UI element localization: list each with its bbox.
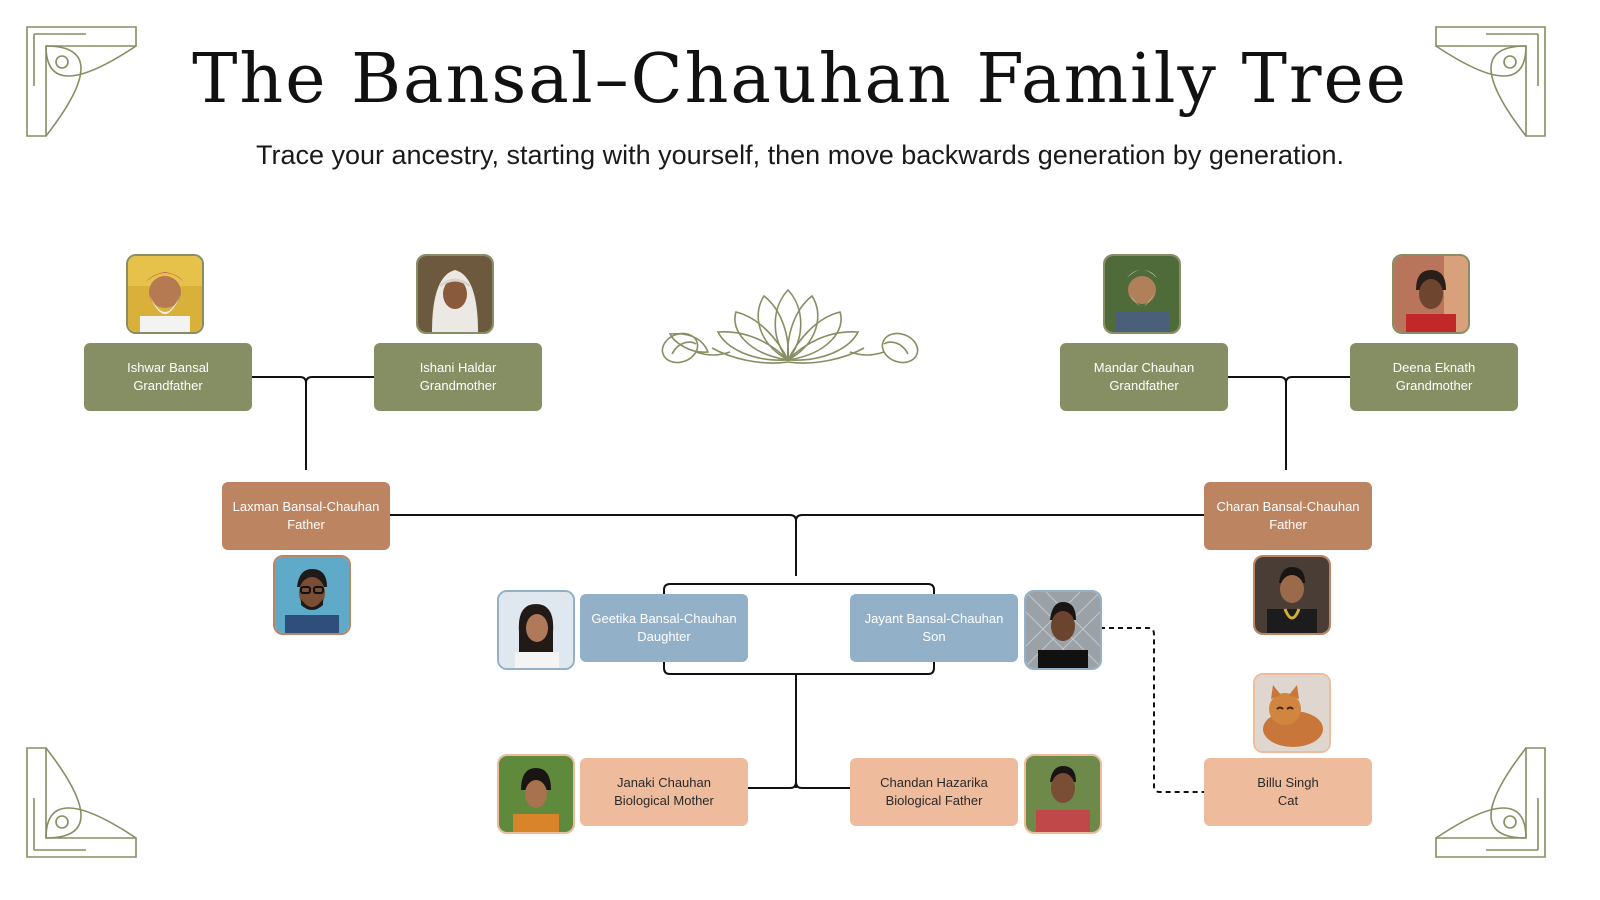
lotus-icon	[661, 288, 919, 364]
person-name: Janaki Chauhan	[617, 775, 711, 790]
portrait-chandan-hazarika	[1024, 754, 1102, 834]
page-title: The Bansal–Chauhan Family Tree	[192, 40, 1408, 119]
person-card-chandan-hazarika[interactable]: Chandan Hazarika Biological Father	[850, 758, 1018, 826]
person-card-deena-eknath[interactable]: Deena Eknath Grandmother	[1350, 343, 1518, 411]
person-role: Father	[287, 517, 325, 532]
person-role: Cat	[1277, 793, 1299, 808]
person-role: Biological Father	[885, 793, 983, 808]
person-role: Grandfather	[133, 378, 203, 393]
person-name: Geetika Bansal-Chauhan	[591, 611, 737, 626]
portrait-jayant-bansal-chauhan	[1024, 590, 1102, 670]
person-card-ishwar-bansal[interactable]: Ishwar Bansal Grandfather	[84, 343, 252, 411]
portrait-mandar-chauhan	[1103, 254, 1181, 334]
connector-right-grandparents	[1222, 376, 1352, 470]
person-card-charan-bansal-chauhan[interactable]: Charan Bansal-Chauhan Father	[1204, 482, 1372, 550]
person-role: Grandmother	[419, 378, 497, 393]
person-name: Jayant Bansal-Chauhan	[864, 611, 1004, 626]
connector-fathers	[388, 514, 1204, 576]
person-role: Grandfather	[1109, 378, 1179, 393]
portrait-ishwar-bansal	[126, 254, 204, 334]
person-card-mandar-chauhan[interactable]: Mandar Chauhan Grandfather	[1060, 343, 1228, 411]
person-name: Ishwar Bansal	[127, 360, 209, 375]
person-card-geetika-bansal-chauhan[interactable]: Geetika Bansal-Chauhan Daughter	[580, 594, 748, 662]
person-role: Grandmother	[1395, 378, 1473, 393]
corner-ornament-top-left	[26, 26, 137, 137]
person-name: Deena Eknath	[1392, 360, 1476, 375]
person-card-jayant-bansal-chauhan[interactable]: Jayant Bansal-Chauhan Son	[850, 594, 1018, 662]
portrait-laxman-bansal-chauhan	[273, 555, 351, 635]
person-role: Son	[922, 629, 946, 644]
portrait-deena-eknath	[1392, 254, 1470, 334]
person-card-ishani-haldar[interactable]: Ishani Haldar Grandmother	[374, 343, 542, 411]
connector-biological	[748, 674, 850, 789]
person-role: Biological Mother	[614, 793, 714, 808]
person-name: Charan Bansal-Chauhan	[1216, 499, 1360, 514]
person-name: Ishani Haldar	[419, 360, 497, 375]
person-role: Daughter	[637, 629, 691, 644]
portrait-geetika-bansal-chauhan	[497, 590, 575, 670]
person-name: Laxman Bansal-Chauhan	[232, 499, 380, 514]
portrait-billu-singh	[1253, 673, 1331, 753]
connector-left-grandparents	[246, 376, 376, 470]
person-name: Billu Singh	[1257, 775, 1319, 790]
corner-ornament-bottom-right	[1435, 747, 1546, 858]
connector-children-top	[663, 583, 935, 594]
connector-pet	[1100, 627, 1204, 793]
corner-ornament-bottom-left	[26, 747, 137, 858]
corner-ornament-top-right	[1435, 26, 1546, 137]
person-name: Chandan Hazarika	[880, 775, 988, 790]
person-card-janaki-chauhan[interactable]: Janaki Chauhan Biological Mother	[580, 758, 748, 826]
connector-children-bottom	[663, 662, 935, 675]
portrait-charan-bansal-chauhan	[1253, 555, 1331, 635]
portrait-ishani-haldar	[416, 254, 494, 334]
page-subtitle: Trace your ancestry, starting with yours…	[255, 140, 1345, 170]
portrait-janaki-chauhan	[497, 754, 575, 834]
person-card-laxman-bansal-chauhan[interactable]: Laxman Bansal-Chauhan Father	[222, 482, 390, 550]
person-card-billu-singh[interactable]: Billu Singh Cat	[1204, 758, 1372, 826]
person-role: Father	[1269, 517, 1307, 532]
person-name: Mandar Chauhan	[1093, 360, 1195, 375]
